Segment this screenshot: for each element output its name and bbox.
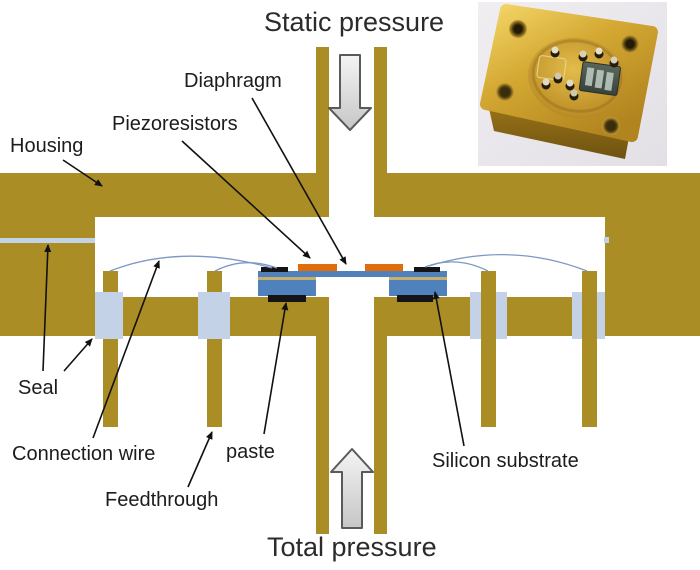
feedthrough-pin bbox=[481, 271, 496, 427]
total-pressure-arrow-icon bbox=[330, 448, 374, 529]
static-port-wall-left bbox=[316, 47, 329, 174]
wire-bond-pad bbox=[414, 267, 440, 272]
pin-seal bbox=[198, 292, 230, 339]
housing-base-segment bbox=[507, 297, 572, 336]
static-port-wall-right bbox=[374, 47, 387, 174]
cavity-etch-mark bbox=[536, 55, 567, 82]
housing-top-bar-right bbox=[374, 173, 700, 217]
seal-pointer-2 bbox=[63, 338, 93, 372]
diaphragm bbox=[258, 271, 447, 277]
total-pressure-label: Total pressure bbox=[267, 532, 437, 562]
total-port-wall-right bbox=[374, 336, 387, 534]
paste-label: paste bbox=[226, 441, 275, 463]
piezoresistors-label: Piezoresistors bbox=[112, 113, 238, 135]
photo-sensor-chip bbox=[578, 61, 621, 96]
feedthrough-pointer bbox=[187, 431, 213, 488]
housing-base-segment bbox=[123, 297, 198, 336]
silicon-substrate-right bbox=[389, 277, 447, 296]
seal-layer bbox=[604, 237, 609, 243]
seal-label: Seal bbox=[18, 377, 59, 399]
feedthrough-label: Feedthrough bbox=[105, 489, 219, 511]
housing-label: Housing bbox=[10, 135, 84, 157]
feedthrough-pin bbox=[582, 271, 597, 427]
housing-top-bar-left bbox=[0, 173, 329, 217]
piezoresistor bbox=[365, 264, 403, 271]
housing-pedestal-left bbox=[230, 297, 329, 336]
paste-layer bbox=[268, 295, 306, 302]
housing-right-block bbox=[605, 217, 700, 336]
mounting-holes bbox=[496, 20, 639, 135]
total-port-wall-left bbox=[316, 336, 329, 534]
piezoresistor bbox=[298, 264, 337, 271]
connection-wire-label: Connection wire bbox=[12, 443, 156, 465]
pin-seal bbox=[95, 292, 123, 339]
static-pressure-label: Static pressure bbox=[264, 7, 445, 37]
housing-pedestal-right bbox=[374, 297, 470, 336]
photo-pins bbox=[541, 46, 619, 101]
connection-wires bbox=[109, 253, 588, 272]
sensor-package-photo bbox=[478, 2, 667, 166]
silicon-substrate-left bbox=[258, 277, 316, 296]
package-cavity bbox=[528, 37, 626, 119]
housing-left-block bbox=[0, 217, 95, 336]
paste-layer bbox=[397, 295, 433, 302]
silicon-substrate-label: Silicon substrate bbox=[432, 450, 579, 472]
wire-bond-pad bbox=[261, 267, 288, 272]
cavity-shadow bbox=[531, 39, 623, 113]
seal-layer bbox=[0, 238, 95, 243]
diaphragm-label: Diaphragm bbox=[184, 70, 282, 92]
static-pressure-arrow-icon bbox=[328, 54, 372, 131]
